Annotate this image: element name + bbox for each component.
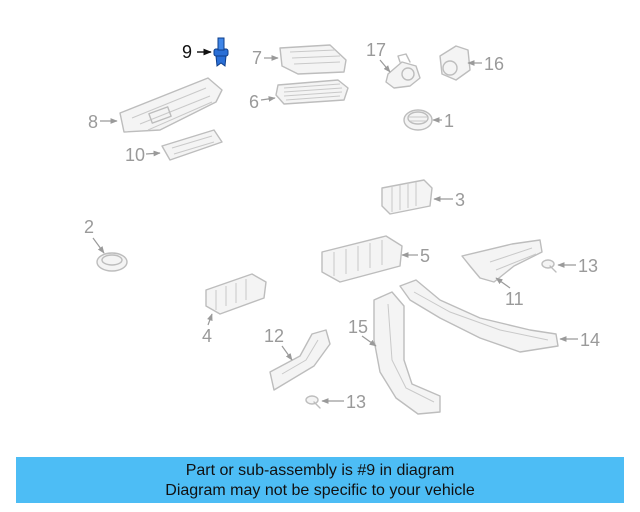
- parts-diagram: 9 7 6 8 10 17: [84, 37, 600, 415]
- callout-3: 3: [433, 190, 465, 210]
- callout-label: 14: [580, 330, 600, 350]
- callout-label: 9: [182, 42, 192, 62]
- part-13-screw-right[interactable]: [541, 259, 557, 273]
- callout-label: 8: [88, 112, 98, 132]
- callout-1: 1: [432, 111, 454, 131]
- caption-line-disclaimer: Diagram may not be specific to your vehi…: [165, 482, 475, 499]
- callout-label: 2: [84, 217, 94, 237]
- callout-label: 15: [348, 317, 368, 337]
- part-10-bracket[interactable]: [161, 129, 223, 161]
- callout-16: 16: [467, 54, 504, 74]
- part-4-vent[interactable]: [205, 273, 267, 315]
- part-2-vent-ring[interactable]: [96, 252, 128, 272]
- callout-label: 5: [420, 246, 430, 266]
- callout-label: 10: [125, 145, 145, 165]
- part-6-grille[interactable]: [275, 79, 349, 105]
- caption-line-part: Part or sub-assembly is #9 in diagram: [185, 462, 455, 479]
- callout-label: 4: [202, 326, 212, 346]
- callout-2: 2: [84, 217, 105, 254]
- callout-14: 14: [559, 330, 600, 350]
- callout-5: 5: [401, 246, 430, 266]
- part-12-bracket-duct[interactable]: [269, 329, 331, 391]
- callout-label: 1: [444, 111, 454, 131]
- callout-7: 7: [252, 48, 279, 68]
- callout-label: 13: [346, 392, 366, 412]
- part-14-floor-duct[interactable]: [399, 279, 559, 353]
- callout-13-lower: 13: [321, 392, 366, 412]
- callout-4: 4: [202, 313, 213, 346]
- callout-label: 3: [455, 190, 465, 210]
- callout-label: 17: [366, 40, 386, 60]
- callout-label: 7: [252, 48, 262, 68]
- part-13-screw-lower[interactable]: [305, 395, 321, 409]
- callout-8: 8: [88, 112, 118, 132]
- callout-17: 17: [366, 40, 391, 73]
- part-1-round-vent[interactable]: [403, 109, 433, 131]
- callout-label: 11: [505, 289, 524, 309]
- part-7-panel[interactable]: [279, 44, 347, 75]
- callout-9: 9: [182, 42, 212, 62]
- part-9-clip[interactable]: [213, 37, 229, 67]
- part-15-vertical-duct[interactable]: [373, 291, 441, 415]
- part-3-vent[interactable]: [381, 179, 433, 215]
- callout-label: 16: [484, 54, 504, 74]
- caption-banner: Part or sub-assembly is #9 in diagram Di…: [16, 457, 624, 503]
- callout-10: 10: [125, 145, 161, 165]
- part-5-vent[interactable]: [321, 235, 403, 283]
- part-16-actuator[interactable]: [439, 45, 471, 81]
- callout-11: 11: [495, 277, 524, 309]
- callout-13-right: 13: [557, 256, 598, 276]
- callout-label: 12: [264, 326, 284, 346]
- callout-6: 6: [249, 92, 276, 112]
- callout-label: 6: [249, 92, 259, 112]
- callout-15: 15: [348, 317, 377, 347]
- callout-12: 12: [264, 326, 293, 361]
- part-8-duct[interactable]: [119, 77, 223, 133]
- part-11-duct[interactable]: [461, 239, 543, 283]
- part-17-sensor[interactable]: [385, 53, 421, 89]
- callout-label: 13: [578, 256, 598, 276]
